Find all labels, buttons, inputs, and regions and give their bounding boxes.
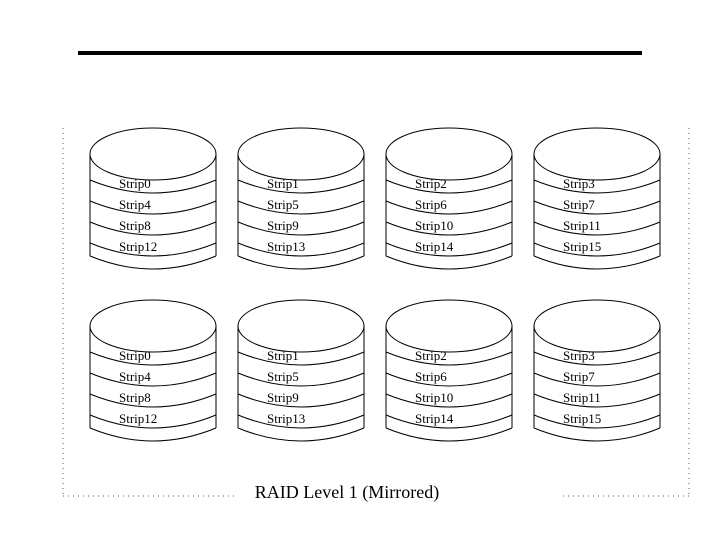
strip-separator bbox=[89, 221, 217, 236]
strip-separator bbox=[533, 351, 661, 366]
disk-top bbox=[385, 127, 513, 181]
strip-label: Strip15 bbox=[563, 239, 601, 254]
strip-separator bbox=[237, 200, 365, 215]
strip-separator bbox=[89, 200, 217, 215]
strip-label: Strip4 bbox=[119, 197, 151, 212]
disk-array: Strip0Strip4Strip8Strip12Strip1Strip5Str… bbox=[89, 127, 661, 442]
strip-label: Strip2 bbox=[415, 348, 447, 363]
disk-top bbox=[89, 127, 217, 181]
strip-separator bbox=[385, 179, 513, 194]
strip-separator bbox=[237, 393, 365, 408]
strip-label: Strip9 bbox=[267, 390, 299, 405]
strip-label: Strip8 bbox=[119, 218, 151, 233]
diagram-caption: RAID Level 1 (Mirrored) bbox=[255, 482, 439, 503]
strip-label: Strip6 bbox=[415, 369, 447, 384]
disk-top bbox=[533, 127, 661, 181]
disk-bottom bbox=[89, 255, 217, 270]
strip-separator bbox=[237, 414, 365, 429]
strip-label: Strip7 bbox=[563, 197, 595, 212]
strip-label: Strip7 bbox=[563, 369, 595, 384]
disk-top bbox=[89, 299, 217, 353]
strip-separator bbox=[533, 414, 661, 429]
strip-label: Strip9 bbox=[267, 218, 299, 233]
strip-label: Strip14 bbox=[415, 411, 454, 426]
strip-label: Strip5 bbox=[267, 369, 299, 384]
disk-bottom bbox=[385, 255, 513, 270]
strip-label: Strip1 bbox=[267, 176, 299, 191]
strip-label: Strip3 bbox=[563, 176, 595, 191]
strip-label: Strip14 bbox=[415, 239, 454, 254]
strip-separator bbox=[237, 179, 365, 194]
disk-bottom bbox=[533, 255, 661, 270]
strip-label: Strip2 bbox=[415, 176, 447, 191]
strip-separator bbox=[385, 242, 513, 257]
dotted-frame bbox=[62, 128, 690, 497]
strip-label: Strip10 bbox=[415, 390, 453, 405]
strip-label: Strip5 bbox=[267, 197, 299, 212]
strip-label: Strip1 bbox=[267, 348, 299, 363]
strip-separator bbox=[533, 200, 661, 215]
strip-separator bbox=[237, 221, 365, 236]
disk-bottom bbox=[533, 427, 661, 442]
strip-separator bbox=[237, 372, 365, 387]
strip-separator bbox=[533, 372, 661, 387]
strip-label: Strip8 bbox=[119, 390, 151, 405]
strip-separator bbox=[237, 351, 365, 366]
strip-label: Strip13 bbox=[267, 239, 305, 254]
strip-separator bbox=[89, 179, 217, 194]
disk-bottom bbox=[237, 427, 365, 442]
strip-label: Strip3 bbox=[563, 348, 595, 363]
strip-label: Strip13 bbox=[267, 411, 305, 426]
strip-separator bbox=[385, 414, 513, 429]
strip-separator bbox=[237, 242, 365, 257]
strip-label: Strip10 bbox=[415, 218, 453, 233]
disk-bottom bbox=[237, 255, 365, 270]
disk-top bbox=[385, 299, 513, 353]
strip-separator bbox=[385, 393, 513, 408]
disk-bottom bbox=[385, 427, 513, 442]
strip-separator bbox=[89, 393, 217, 408]
strip-label: Strip12 bbox=[119, 411, 157, 426]
disk-bottom bbox=[89, 427, 217, 442]
strip-label: Strip6 bbox=[415, 197, 447, 212]
disk-top bbox=[237, 127, 365, 181]
strip-separator bbox=[533, 221, 661, 236]
strip-separator bbox=[89, 242, 217, 257]
disk-top bbox=[237, 299, 365, 353]
strip-separator bbox=[89, 414, 217, 429]
strip-separator bbox=[533, 242, 661, 257]
strip-separator bbox=[385, 200, 513, 215]
disk-top bbox=[533, 299, 661, 353]
strip-separator bbox=[89, 351, 217, 366]
strip-label: Strip11 bbox=[563, 218, 601, 233]
strip-label: Strip12 bbox=[119, 239, 157, 254]
strip-label: Strip15 bbox=[563, 411, 601, 426]
strip-label: Strip11 bbox=[563, 390, 601, 405]
strip-label: Strip0 bbox=[119, 176, 151, 191]
strip-label: Strip0 bbox=[119, 348, 151, 363]
strip-separator bbox=[385, 351, 513, 366]
strip-separator bbox=[385, 372, 513, 387]
strip-separator bbox=[385, 221, 513, 236]
strip-separator bbox=[89, 372, 217, 387]
strip-separator bbox=[533, 179, 661, 194]
strip-separator bbox=[533, 393, 661, 408]
strip-label: Strip4 bbox=[119, 369, 151, 384]
